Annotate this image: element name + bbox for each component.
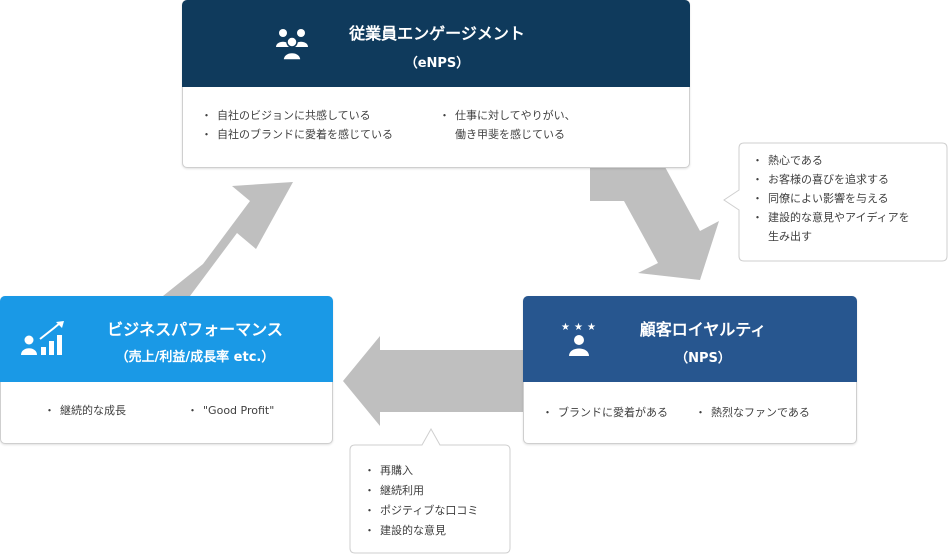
loyalty-card: ★ ★ ★ 顧客ロイヤルティ （NPS） ・ブランドに愛着がある ・熱烈なファン… [523, 296, 857, 444]
people-group-icon [276, 29, 308, 61]
arrow-engagement-to-loyalty [590, 167, 719, 280]
callout-right-line: ・同僚によい影響を与える [752, 192, 889, 205]
performance-header: ビジネスパフォーマンス （売上/利益/成長率 etc.） [0, 296, 333, 382]
callout-bottom [349, 427, 511, 554]
engagement-bullet: ・自社のブランドに愛着を感じている [201, 128, 393, 141]
loyalty-bullet: ・ブランドに愛着がある [542, 406, 668, 419]
engagement-bullet: ・自社のビジョンに共感している [201, 109, 371, 122]
loyalty-title: 顧客ロイヤルティ [639, 320, 767, 339]
loyalty-bullet: ・熱烈なファンである [695, 406, 810, 419]
engagement-title: 従業員エンゲージメント [349, 24, 525, 43]
engagement-bullet: ・仕事に対してやりがい、 [439, 109, 576, 122]
callout-right-line: ・お客様の喜びを追求する [752, 173, 889, 186]
performance-title: ビジネスパフォーマンス [107, 320, 283, 339]
performance-bullet: ・"Good Profit" [187, 404, 275, 417]
callout-bottom-line: ・ポジティブな口コミ [364, 504, 479, 517]
callout-right-line: ・建設的な意見やアイディアを [752, 211, 910, 224]
svg-text:★: ★ [587, 322, 596, 333]
callout-right [723, 142, 948, 262]
callout-bottom-line: ・再購入 [364, 464, 413, 477]
engagement-bullet-cont: 働き甲斐を感じている [455, 128, 565, 141]
loyalty-header: ★ ★ ★ 顧客ロイヤルティ （NPS） [523, 296, 857, 382]
performance-card: ビジネスパフォーマンス （売上/利益/成長率 etc.） ・継続的な成長 ・"G… [0, 296, 333, 444]
svg-text:★: ★ [574, 322, 583, 333]
callout-right-line-cont: 生み出す [768, 230, 812, 243]
performance-bullet: ・継続的な成長 [44, 404, 126, 417]
callout-bottom-line: ・継続利用 [364, 484, 424, 497]
callout-right-line: ・熱心である [752, 154, 823, 167]
performance-subtitle: （売上/利益/成長率 etc.） [115, 350, 275, 365]
engagement-header: 従業員エンゲージメント （eNPS） [182, 0, 690, 87]
svg-text:★: ★ [561, 322, 570, 333]
loyalty-subtitle: （NPS） [675, 351, 731, 366]
person-growth-chart-icon [21, 321, 64, 355]
engagement-subtitle: （eNPS） [404, 56, 470, 71]
arrow-performance-to-engagement [135, 182, 293, 296]
engagement-card: 従業員エンゲージメント （eNPS） ・自社のビジョンに共感している ・自社のブ… [182, 0, 690, 168]
arrow-loyalty-to-performance [343, 336, 523, 426]
person-stars-icon: ★ ★ ★ [561, 322, 596, 356]
callout-bottom-line: ・建設的な意見 [364, 524, 446, 537]
